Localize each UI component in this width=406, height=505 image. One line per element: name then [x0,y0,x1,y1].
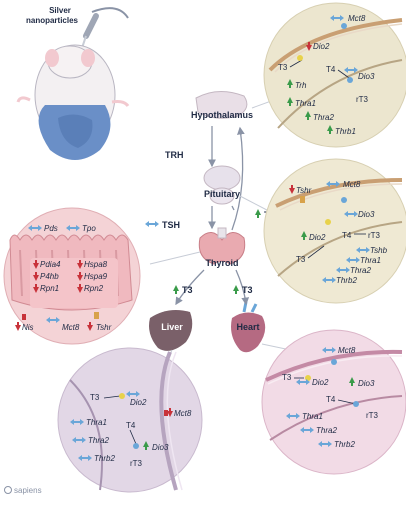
hypothalamus-organ [195,91,248,119]
pit-thra2: Thra2 [350,266,371,275]
heart-t3: T3 [282,373,292,382]
pituitary-label: Pituitary [204,189,240,199]
hypo-thra2: Thra2 [313,113,334,122]
hypo-dio3: Dio3 [358,72,375,81]
thyroid-label: Thyroid [206,258,239,268]
liver-thra2: Thra2 [88,436,109,445]
liver-dio3: Dio3 [152,443,169,452]
axis-arrows [175,126,250,306]
thy-hspa9: Hspa9 [84,272,108,281]
tsh-hormone-label: TSH [162,220,180,230]
pit-thrb2: Thrb2 [336,276,357,285]
hypo-thra1: Thra1 [295,99,316,108]
thy-mct8: Mct8 [62,323,80,332]
thy-rpn2: Rpn2 [84,284,104,293]
liver-panel: T3 Dio2 Mct8 T4 Dio3 rT3 Thra1 Thra2 Thr… [57,347,203,493]
heart-panel: Mct8 T3 Dio2 Dio3 T4 rT3 Thra1 Thra2 Thr… [261,329,406,475]
thy-pdia4: Pdia4 [40,260,61,269]
pituitary-organ [203,165,241,205]
silver-nanoparticles-label-line1: Silver [49,6,71,15]
pit-dio2: Dio2 [309,233,326,242]
pit-thra1: Thra1 [360,256,381,265]
hypo-mct8: Mct8 [348,14,366,23]
heart-thra2: Thra2 [316,426,337,435]
liver-dio2: Dio2 [130,398,147,407]
pit-t4: T4 [342,231,352,240]
sapiens-logo-icon [4,486,12,494]
liver-mct8: Mct8 [174,409,192,418]
heart-dio2: Dio2 [312,378,329,387]
pit-mct8: Mct8 [343,180,361,189]
hypo-dio2: Dio2 [313,42,330,51]
heart-label: Heart [236,322,259,332]
pit-tshb: Tshb [370,246,388,255]
heart-thra1: Thra1 [302,412,323,421]
liver-t3: T3 [90,393,100,402]
silver-nanoparticles-label: nanoparticles [26,16,79,25]
pit-dio3: Dio3 [358,210,375,219]
thy-p4hb: P4hb [40,272,59,281]
credit-label: sapiens [14,486,42,495]
thy-nis: Nis [22,323,34,332]
t3-liver-label: T3 [182,285,193,295]
heart-dio3: Dio3 [358,379,375,388]
heart-thrb2: Thrb2 [334,440,355,449]
liver-thrb2: Thrb2 [94,454,115,463]
hypo-t3: T3 [278,63,288,72]
hypothalamus-panel: Mct8 T3 Dio2 T4 Dio3 rT3 Trh Thra1 Thra2… [263,2,406,148]
liver-organ [149,310,193,351]
liver-rt3: rT3 [130,459,143,468]
thy-hspa8: Hspa8 [84,260,108,269]
pituitary-panel: Tshr Mct8 Dio3 Dio2 T4 rT3 T3 Tshb Thra1… [263,158,406,304]
hypothalamus-label: Hypothalamus [191,110,253,120]
heart-t4: T4 [326,395,336,404]
trh-hormone-label: TRH [165,150,184,160]
thyroid-organ [198,227,246,265]
thy-pds: Pds [44,224,58,233]
heart-rt3: rT3 [366,411,379,420]
mouse-illustration [16,7,130,160]
pit-rt3: rT3 [368,231,381,240]
t3-heart-label: T3 [242,285,253,295]
hypo-thrb1: Thrb1 [335,127,356,136]
thy-rpn1: Rpn1 [40,284,59,293]
pit-t3: T3 [296,255,306,264]
liver-label: Liver [161,322,183,332]
thy-tshr: Tshr [96,323,112,332]
liver-t4: T4 [126,421,136,430]
hypo-rt3: rT3 [356,95,369,104]
thyroid-panel: Pds Tpo Pdia4 Hspa8 P4hb Hspa9 Rpn1 Rpn2… [3,207,141,345]
pit-tshr: Tshr [296,186,312,195]
hypo-trh: Trh [295,81,307,90]
liver-thra1: Thra1 [86,418,107,427]
hypo-t4: T4 [326,65,336,74]
thy-tpo: Tpo [82,224,96,233]
heart-mct8: Mct8 [338,346,356,355]
